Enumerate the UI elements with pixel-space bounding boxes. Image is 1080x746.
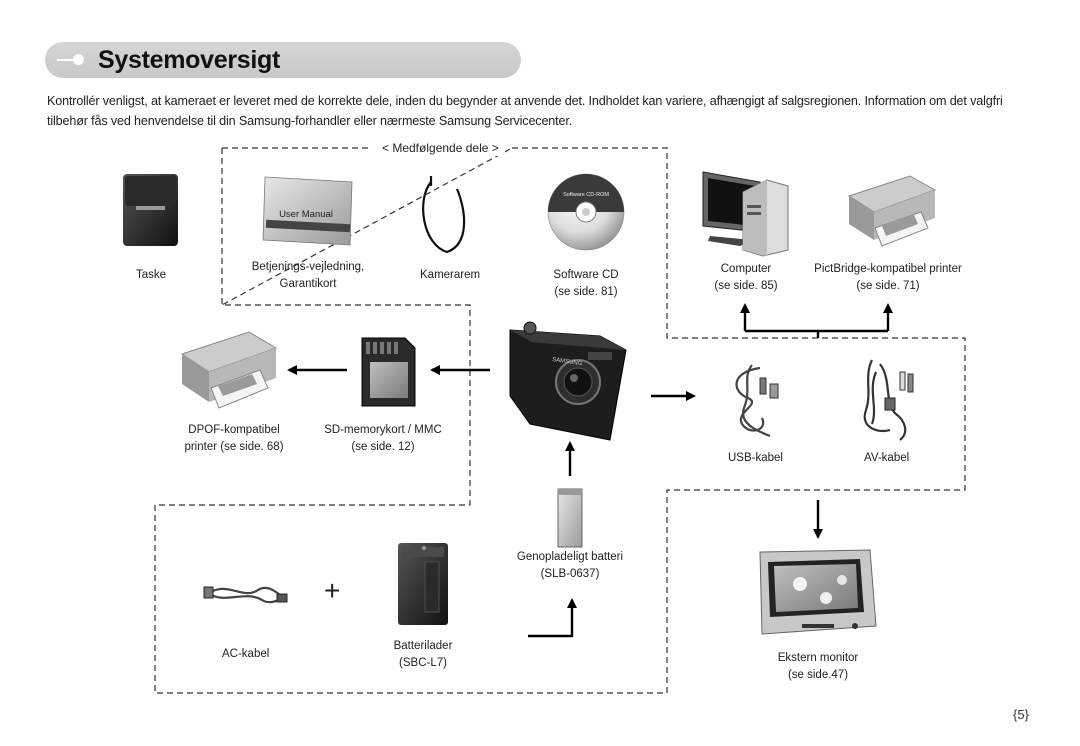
manual-label-line1: Betjenings-vejledning, [251, 261, 365, 273]
av-cable-image [863, 359, 914, 441]
battery-label: Genopladeligt batteri (SLB-0637) [512, 549, 628, 583]
page-number: {5} [1013, 707, 1029, 722]
usb-cable-label: USB-kabel [728, 452, 783, 464]
arrow-charger-to-battery [528, 598, 577, 638]
battery-label-line2: (SLB-0637) [540, 568, 600, 580]
usb-cable-image [735, 364, 779, 438]
monitor-label-line1: Ekstern monitor [777, 652, 859, 664]
software-cd-label-line1: Software CD [553, 269, 619, 281]
included-parts-outline [154, 147, 966, 694]
header-bullet-line [57, 59, 75, 61]
software-cd-label-line2: (se side. 81) [554, 286, 618, 298]
manual-label-line2: Garantikort [279, 278, 337, 290]
arrows [287, 303, 893, 638]
case-label: Taske [136, 269, 167, 281]
sd-card-label: SD-memorykort / MMC (se side. 12) [318, 422, 448, 456]
monitor-label: Ekstern monitor (se side.47) [768, 650, 868, 684]
ac-cable-label: AC-kabel [222, 648, 270, 660]
camera-image: SAMSUNG [509, 321, 627, 441]
manual-label: Betjenings-vejledning, Garantikort [250, 259, 366, 293]
monitor-label-line2: (se side.47) [787, 669, 849, 681]
sd-card-label-line1: SD-memorykort / MMC [324, 424, 442, 436]
pictbridge-label-line1: PictBridge-kompatibel printer [814, 263, 962, 275]
strap-label: Kamerarem [420, 269, 481, 281]
ac-cable-image [203, 586, 288, 604]
plus-sign: + [324, 575, 341, 606]
av-cable-label: AV-kabel [864, 452, 910, 464]
dpof-label-line1: DPOF-kompatibel [188, 424, 280, 436]
header-bullet-dot [73, 54, 84, 65]
page-title: Systemoversigt [98, 46, 280, 74]
header-bar [45, 42, 521, 78]
battery-image [557, 488, 583, 548]
pictbridge-label-line2: (se side. 71) [856, 280, 920, 292]
intro-paragraph: Kontrollér venligst, at kameraet er leve… [47, 94, 1003, 128]
sd-card-label-line2: (se side. 12) [351, 441, 415, 453]
page-number-value: 5 [1017, 707, 1025, 722]
dpof-label-line2: printer (se side. 68) [184, 441, 284, 453]
computer-label-line1: Computer [720, 263, 772, 275]
pictbridge-printer-image [847, 175, 937, 247]
dpof-printer-label: DPOF-kompatibel printer (se side. 68) [174, 422, 294, 456]
charger-label-line1: Batterilader [393, 640, 453, 652]
pictbridge-label: PictBridge-kompatibel printer (se side. … [813, 261, 963, 295]
sd-card-image [361, 337, 416, 407]
strap-image [422, 176, 466, 254]
charger-label-line2: (SBC-L7) [399, 657, 447, 669]
manual-image: User Manual [262, 176, 353, 246]
dpof-printer-image [180, 331, 278, 409]
dashed-groups [154, 147, 966, 694]
manual-cover-text: User Manual [279, 209, 333, 220]
charger-image [398, 543, 448, 625]
battery-label-line1: Genopladeligt batteri [516, 551, 624, 563]
cd-disc-text: Software CD-ROM [563, 192, 609, 198]
computer-label-line2: (se side. 85) [714, 280, 778, 292]
included-parts-label: < Medfølgende dele > [376, 140, 505, 156]
computer-image [702, 171, 789, 257]
case-image [123, 174, 178, 246]
cd-image: Software CD-ROM [547, 173, 625, 251]
camera-brand-text: SAMSUNG [552, 357, 583, 367]
software-cd-label: Software CD (se side. 81) [540, 267, 632, 301]
computer-label: Computer (se side. 85) [700, 261, 792, 295]
monitor-image [759, 549, 877, 635]
charger-label: Batterilader (SBC-L7) [382, 638, 464, 672]
